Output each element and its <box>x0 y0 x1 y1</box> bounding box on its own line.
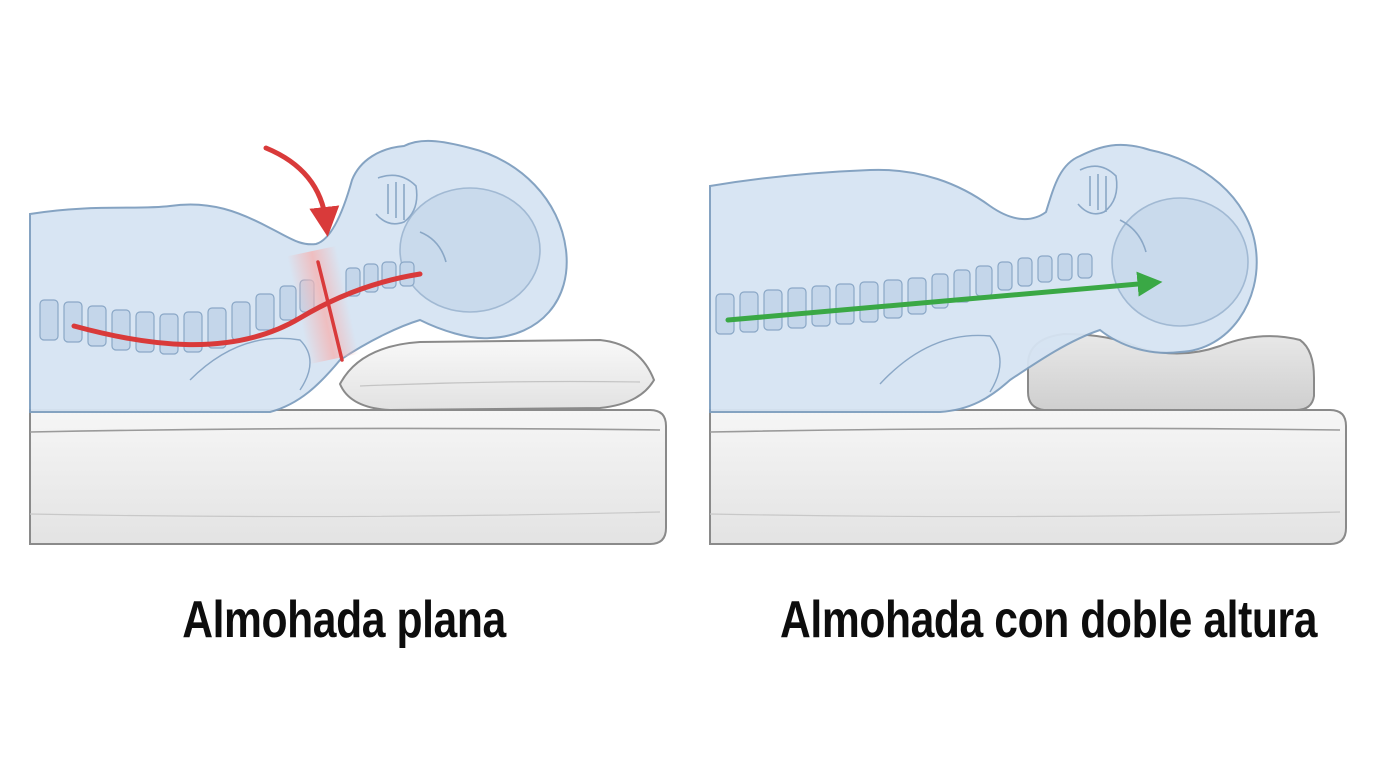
left-skull <box>375 174 541 313</box>
misaligned-spine-line <box>71 271 423 348</box>
caption-flat-pillow: Almohada plana <box>182 591 506 649</box>
left-mattress <box>29 409 667 545</box>
straight-right-arrow-icon <box>725 271 1163 323</box>
flat-pillow <box>338 338 656 412</box>
right-mattress <box>709 409 1347 545</box>
caption-double-height-pillow: Almohada con doble altura <box>780 591 1318 649</box>
left-spine <box>39 261 415 355</box>
neck-strain-marker <box>316 260 344 362</box>
curved-down-arrow-icon <box>263 145 340 237</box>
left-panel-flat-pillow <box>29 139 667 545</box>
right-panel-contour-pillow <box>709 143 1347 545</box>
